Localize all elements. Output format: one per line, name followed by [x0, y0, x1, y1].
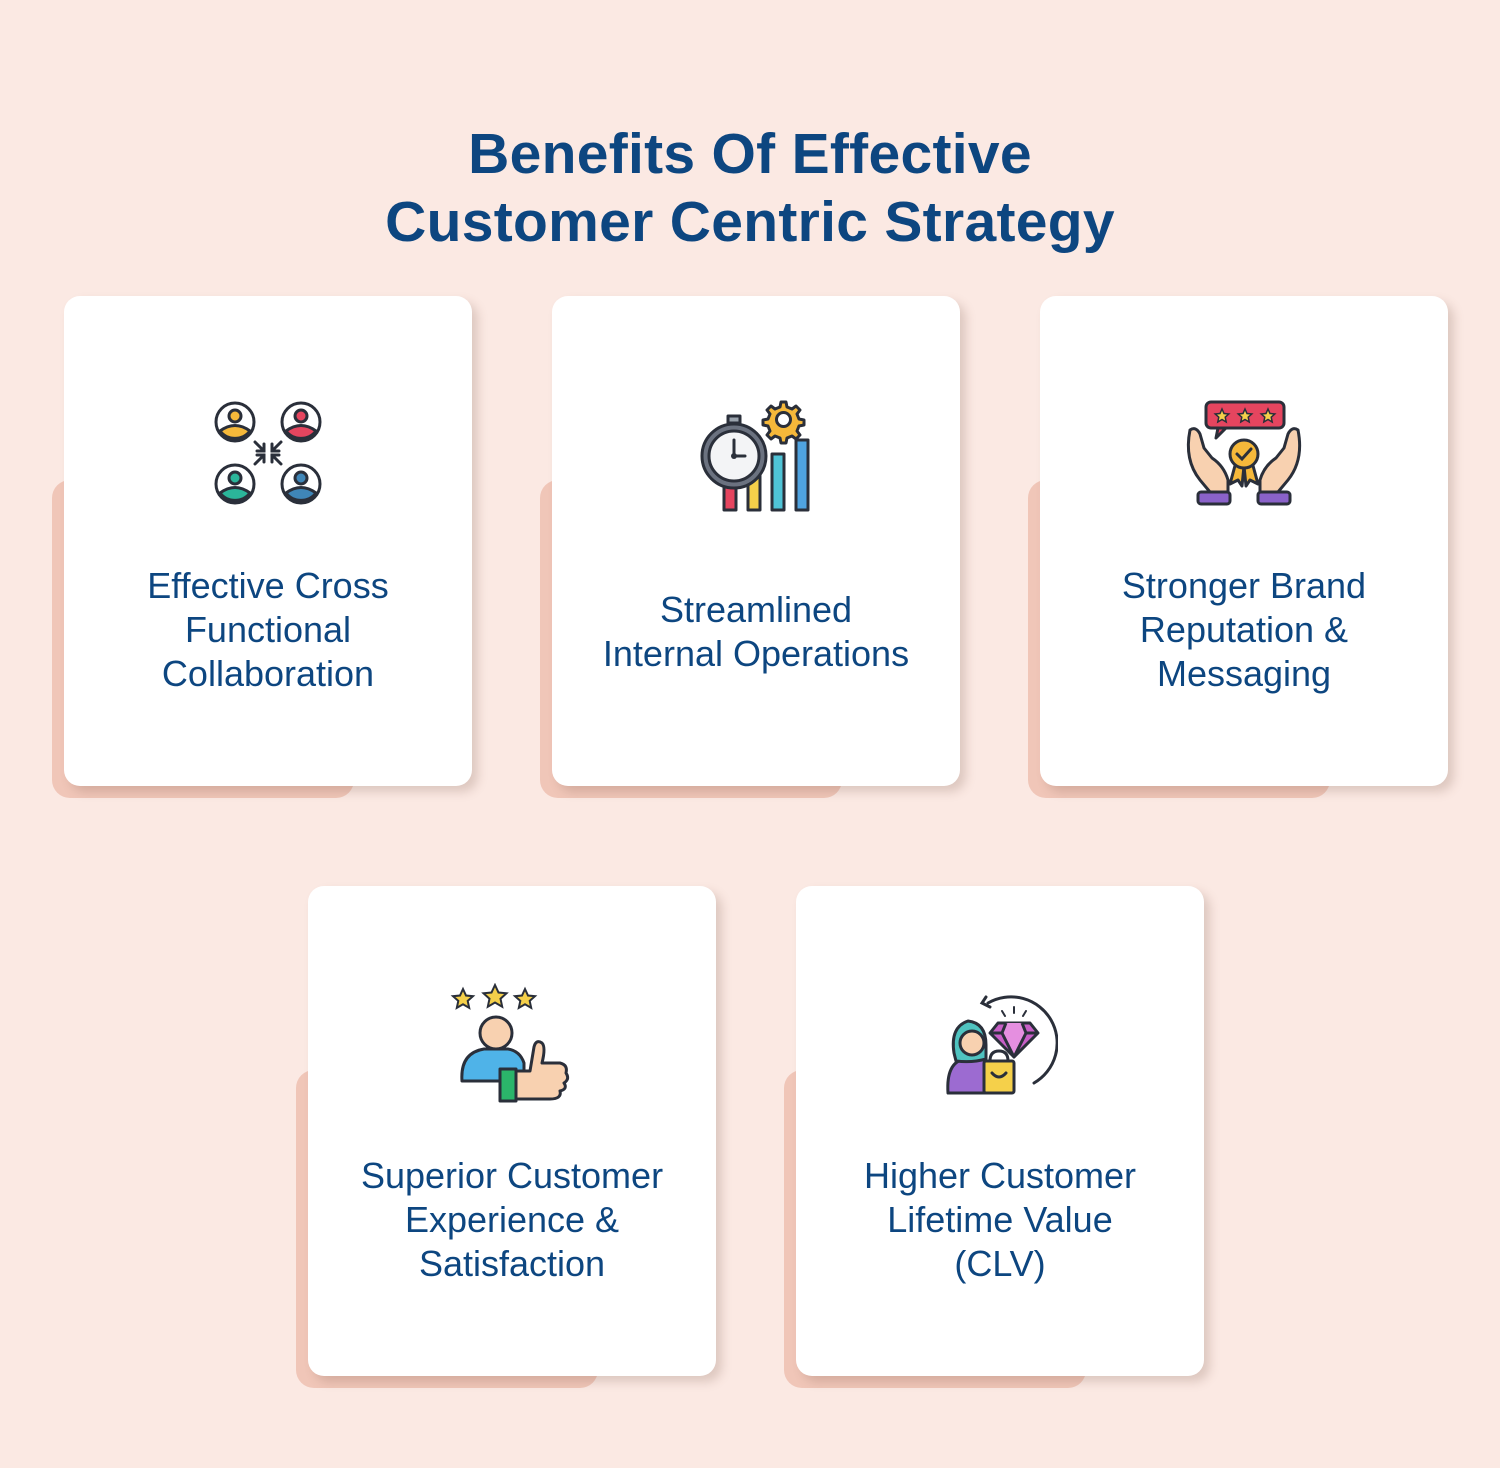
card-label-line: Streamlined — [659, 589, 853, 630]
card-label: Stronger Brand Reputation & Messaging — [1050, 564, 1438, 696]
card-label-line: (CLV) — [954, 1243, 1046, 1284]
card-label-line: Stronger Brand — [1121, 565, 1367, 606]
title-line-1: Benefits Of Effective — [468, 122, 1032, 187]
card-body: Stronger Brand Reputation & Messaging — [1040, 296, 1448, 786]
customer-diamond-value-icon — [935, 970, 1065, 1120]
card-label-line: Experience & — [404, 1199, 620, 1240]
card-body: Higher Customer Lifetime Value (CLV) — [796, 886, 1204, 1376]
card-label-line: Reputation & — [1139, 609, 1349, 650]
customer-thumbs-up-stars-icon — [447, 970, 577, 1120]
card-label: Higher Customer Lifetime Value (CLV) — [806, 1154, 1194, 1286]
card-label-line: Functional — [184, 609, 352, 650]
card-label-line: Messaging — [1156, 653, 1332, 694]
benefit-card-operations: Streamlined Internal Operations — [540, 296, 960, 798]
card-label-line: Effective Cross — [147, 565, 389, 606]
card-label-line: Collaboration — [161, 653, 375, 694]
benefit-card-experience: Superior Customer Experience & Satisfact… — [296, 886, 716, 1388]
card-label-line: Satisfaction — [418, 1243, 606, 1284]
card-label-line: Lifetime Value — [887, 1199, 1113, 1240]
team-collaboration-icon — [203, 380, 333, 530]
card-body: Effective Cross Functional Collaboration — [64, 296, 472, 786]
title-line-2: Customer Centric Strategy — [385, 190, 1115, 255]
card-label: Streamlined Internal Operations — [562, 588, 950, 676]
page-title: Benefits Of Effective Customer Centric S… — [0, 120, 1500, 256]
card-label-line: Superior Customer — [360, 1155, 664, 1196]
stopwatch-growth-chart-icon — [691, 380, 821, 530]
card-label: Effective Cross Functional Collaboration — [74, 564, 462, 696]
hands-rating-badge-icon — [1179, 380, 1309, 530]
benefit-card-clv: Higher Customer Lifetime Value (CLV) — [784, 886, 1204, 1388]
card-body: Superior Customer Experience & Satisfact… — [308, 886, 716, 1376]
card-body: Streamlined Internal Operations — [552, 296, 960, 786]
card-label-line: Higher Customer — [863, 1155, 1137, 1196]
benefit-card-collaboration: Effective Cross Functional Collaboration — [52, 296, 472, 798]
card-label-line: Internal Operations — [602, 633, 910, 674]
benefit-card-brand: Stronger Brand Reputation & Messaging — [1028, 296, 1448, 798]
card-label: Superior Customer Experience & Satisfact… — [318, 1154, 706, 1286]
